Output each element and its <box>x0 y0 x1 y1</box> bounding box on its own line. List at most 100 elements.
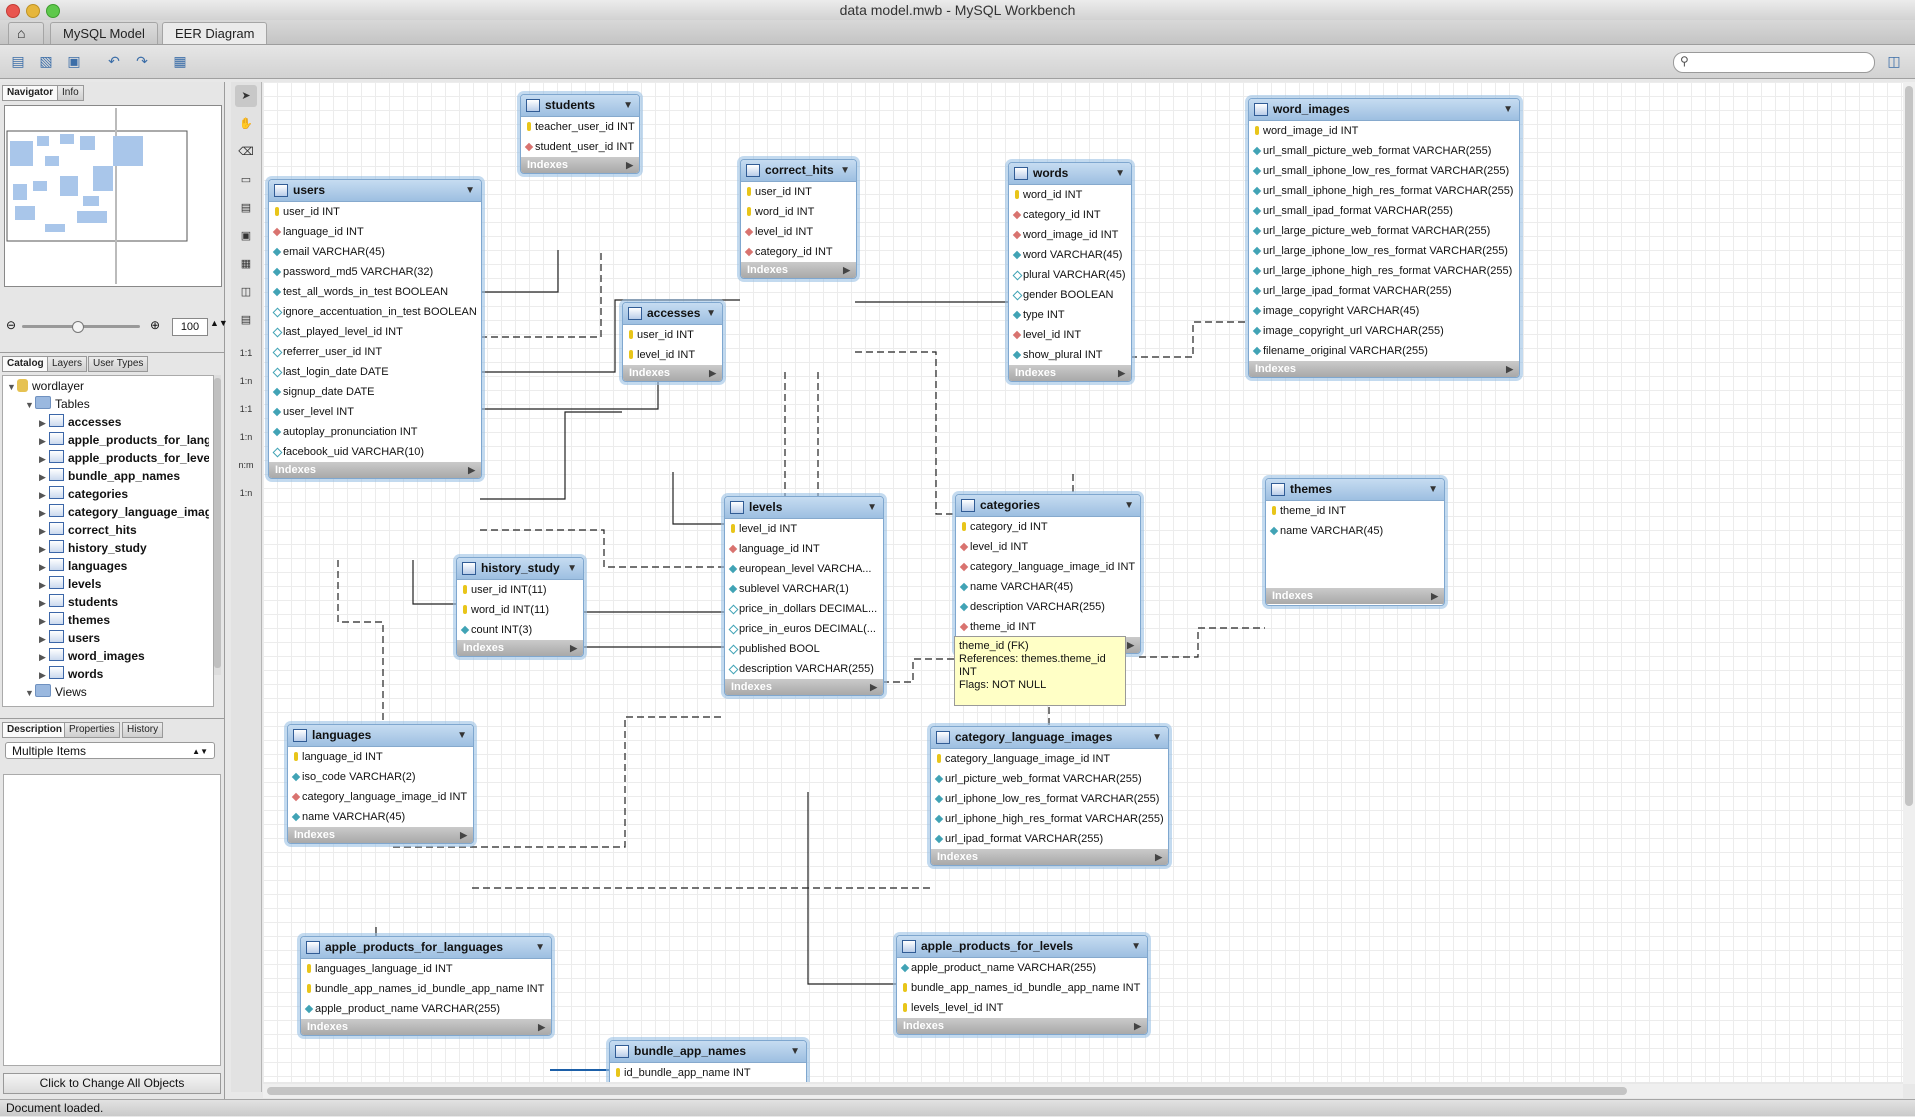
object-select[interactable]: Multiple Items▲▼ <box>5 742 215 759</box>
expand-arrow-icon[interactable]: ▼ <box>7 382 16 392</box>
table-column[interactable]: test_all_words_in_test BOOLEAN <box>269 282 481 302</box>
table-column[interactable]: student_user_id INT <box>521 137 639 157</box>
table-header[interactable]: correct_hits▼ <box>741 160 856 182</box>
table-column[interactable]: levels_level_id INT <box>897 998 1147 1018</box>
table-column[interactable]: level_id INT <box>725 519 883 539</box>
collapse-arrow-icon[interactable]: ▼ <box>706 308 716 319</box>
table-column[interactable]: referrer_user_id INT <box>269 342 481 362</box>
collapse-arrow-icon[interactable]: ▼ <box>567 563 577 574</box>
table-header[interactable]: bundle_app_names▼ <box>610 1041 806 1063</box>
tree-table-item[interactable]: ▶history_study <box>39 539 209 557</box>
table-column[interactable]: european_level VARCHA... <box>725 559 883 579</box>
tree-table-item[interactable]: ▶apple_products_for_leve <box>39 449 209 467</box>
relationship-line[interactable] <box>1139 627 1265 658</box>
description-text-area[interactable] <box>3 774 221 1066</box>
tree-table-item[interactable]: ▶bundle_app_names <box>39 467 209 485</box>
tab-user-types[interactable]: User Types <box>88 356 149 372</box>
table-column[interactable]: iso_code VARCHAR(2) <box>288 767 473 787</box>
indexes-footer[interactable]: Indexes▶ <box>457 640 583 656</box>
collapse-arrow-icon[interactable]: ▶ <box>39 454 46 464</box>
navigator-minimap[interactable] <box>4 105 222 287</box>
tab-history[interactable]: History <box>122 722 164 738</box>
table-column[interactable]: url_iphone_low_res_format VARCHAR(255) <box>931 789 1168 809</box>
table-column[interactable]: language_id INT <box>725 539 883 559</box>
collapse-arrow-icon[interactable]: ▼ <box>465 185 475 196</box>
toggle-grid-icon[interactable]: ▦ <box>173 53 187 69</box>
table-column[interactable]: price_in_dollars DECIMAL... <box>725 599 883 619</box>
table-column[interactable]: name VARCHAR(45) <box>1266 521 1444 541</box>
table-column[interactable]: word_id INT(11) <box>457 600 583 620</box>
tree-table-item[interactable]: ▶users <box>39 629 209 647</box>
table-column[interactable]: category_id INT <box>956 517 1140 537</box>
table-header[interactable]: accesses▼ <box>623 303 722 325</box>
table-column[interactable]: user_id INT <box>269 202 481 222</box>
table-column[interactable]: last_login_date DATE <box>269 362 481 382</box>
collapse-arrow-icon[interactable]: ▼ <box>1152 732 1162 743</box>
expand-arrow-icon[interactable]: ▶ <box>1431 591 1438 601</box>
table-column[interactable]: image_copyright_url VARCHAR(255) <box>1249 321 1519 341</box>
hand-tool-icon[interactable]: ✋ <box>239 118 253 130</box>
collapse-arrow-icon[interactable]: ▶ <box>39 580 46 590</box>
table-header[interactable]: themes▼ <box>1266 479 1444 501</box>
table-column[interactable]: level_id INT <box>741 222 856 242</box>
tree-table-item[interactable]: ▶category_language_imag <box>39 503 209 521</box>
table-column[interactable]: email VARCHAR(45) <box>269 242 481 262</box>
expand-arrow-icon[interactable]: ▶ <box>870 682 877 692</box>
table-column[interactable]: show_plural INT <box>1009 345 1131 365</box>
indexes-footer[interactable]: Indexes▶ <box>1266 588 1444 604</box>
table-category-language-images[interactable]: category_language_images▼category_langua… <box>930 726 1169 866</box>
table-column[interactable]: url_small_iphone_low_res_format VARCHAR(… <box>1249 161 1519 181</box>
relationship-line[interactable] <box>480 299 740 373</box>
table-column[interactable]: level_id INT <box>623 345 722 365</box>
zoom-slider-knob[interactable] <box>72 321 84 333</box>
relationship-line[interactable] <box>337 560 384 724</box>
relationship-line[interactable] <box>882 658 955 683</box>
table-column[interactable]: description VARCHAR(255) <box>956 597 1140 617</box>
table-column[interactable]: url_large_iphone_low_res_format VARCHAR(… <box>1249 241 1519 261</box>
tree-tables-folder[interactable]: ▼Tables <box>25 395 90 413</box>
expand-arrow-icon[interactable]: ▼ <box>25 400 34 410</box>
zoom-slider[interactable] <box>22 321 140 333</box>
table-column[interactable]: url_small_ipad_format VARCHAR(255) <box>1249 201 1519 221</box>
table-column[interactable]: autoplay_pronunciation INT <box>269 422 481 442</box>
collapse-arrow-icon[interactable]: ▼ <box>867 502 877 513</box>
table-header[interactable]: students▼ <box>521 95 639 117</box>
table-column[interactable]: description VARCHAR(255) <box>725 659 883 679</box>
relationship-1-1-identifying-icon[interactable]: 1:1 <box>239 404 253 414</box>
table-column[interactable]: apple_product_name VARCHAR(255) <box>897 958 1147 978</box>
tree-table-item[interactable]: ▶accesses <box>39 413 209 431</box>
collapse-arrow-icon[interactable]: ▼ <box>840 165 850 176</box>
tree-views-folder[interactable]: ▼Views <box>25 683 87 701</box>
table-apple-products-for-languages[interactable]: apple_products_for_languages▼languages_l… <box>300 936 552 1036</box>
tab-eer-diagram[interactable]: EER Diagram <box>162 22 268 44</box>
expand-arrow-icon[interactable]: ▶ <box>709 368 716 378</box>
expand-arrow-icon[interactable]: ▶ <box>1506 364 1513 374</box>
table-column[interactable]: category_language_image_id INT <box>956 557 1140 577</box>
collapse-arrow-icon[interactable]: ▶ <box>39 472 46 482</box>
collapse-arrow-icon[interactable]: ▼ <box>535 942 545 953</box>
expand-arrow-icon[interactable]: ▶ <box>460 830 467 840</box>
indexes-footer[interactable]: Indexes▶ <box>623 365 722 381</box>
relationship-1-1-icon[interactable]: 1:1 <box>239 348 253 358</box>
relationship-n-m-icon[interactable]: n:m <box>238 460 254 470</box>
table-column[interactable]: filename_original VARCHAR(255) <box>1249 341 1519 361</box>
table-column[interactable]: category_language_image_id INT <box>931 749 1168 769</box>
relationship-1-n-identifying-icon[interactable]: 1:n <box>239 432 253 442</box>
table-header[interactable]: categories▼ <box>956 495 1140 517</box>
tree-table-item[interactable]: ▶categories <box>39 485 209 503</box>
collapse-arrow-icon[interactable]: ▶ <box>39 544 46 554</box>
table-column[interactable]: plural VARCHAR(45) <box>1009 265 1131 285</box>
table-column[interactable]: apple_product_name VARCHAR(255) <box>301 999 551 1019</box>
table-column[interactable]: name VARCHAR(45) <box>288 807 473 827</box>
tab-navigator[interactable]: Navigator <box>2 85 59 101</box>
pointer-tool-icon[interactable]: ➤ <box>235 85 257 107</box>
expand-arrow-icon[interactable]: ▶ <box>626 160 633 170</box>
close-window-button[interactable] <box>6 4 20 18</box>
table-column[interactable]: url_large_picture_web_format VARCHAR(255… <box>1249 221 1519 241</box>
